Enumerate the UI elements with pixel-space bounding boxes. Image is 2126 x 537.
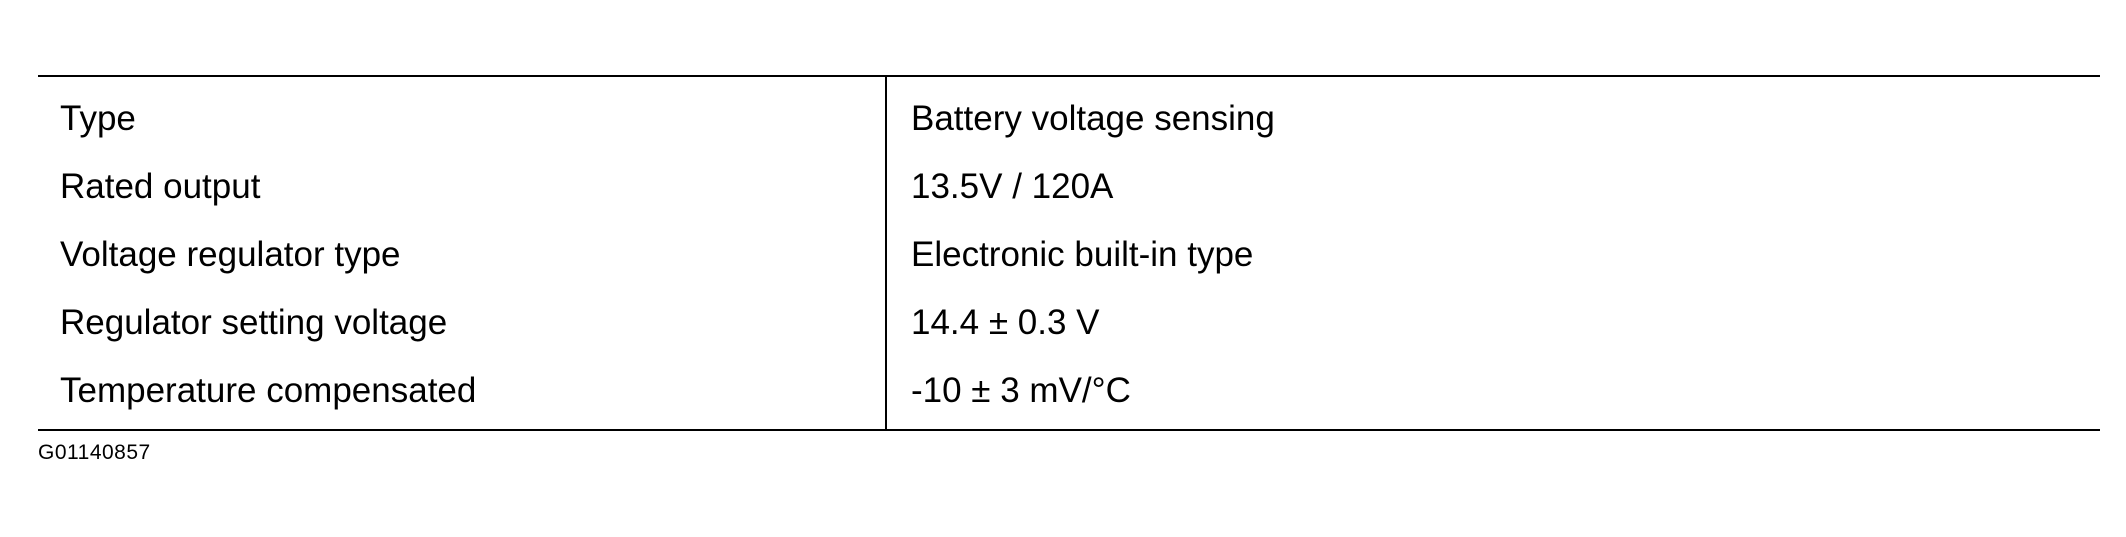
spec-label: Regulator setting voltage (38, 289, 887, 357)
spec-value: Battery voltage sensing (911, 99, 1275, 138)
spec-label: Type (38, 77, 887, 153)
figure-id: G01140857 (38, 441, 151, 464)
spec-value: 13.5V / 120A (911, 167, 1114, 206)
spec-label: Rated output (38, 153, 887, 221)
table-row: Rated output 13.5V / 120A (38, 153, 2100, 221)
specification-table: Type Battery voltage sensing Rated outpu… (38, 75, 2100, 431)
spec-value: 14.4 ± 0.3 V (911, 303, 1100, 342)
table-row: Type Battery voltage sensing (38, 77, 2100, 153)
spec-value: -10 ± 3 mV/°C (886, 357, 2100, 431)
spec-value: Electronic built-in type (911, 235, 1254, 274)
spec-label: Temperature compensated (38, 357, 887, 431)
table-row: Temperature compensated -10 ± 3 mV/°C (38, 357, 2100, 431)
table-row: Voltage regulator type Electronic built-… (38, 221, 2100, 289)
spec-label: Voltage regulator type (38, 221, 887, 289)
table-row: Regulator setting voltage 14.4 ± 0.3 V (38, 289, 2100, 357)
